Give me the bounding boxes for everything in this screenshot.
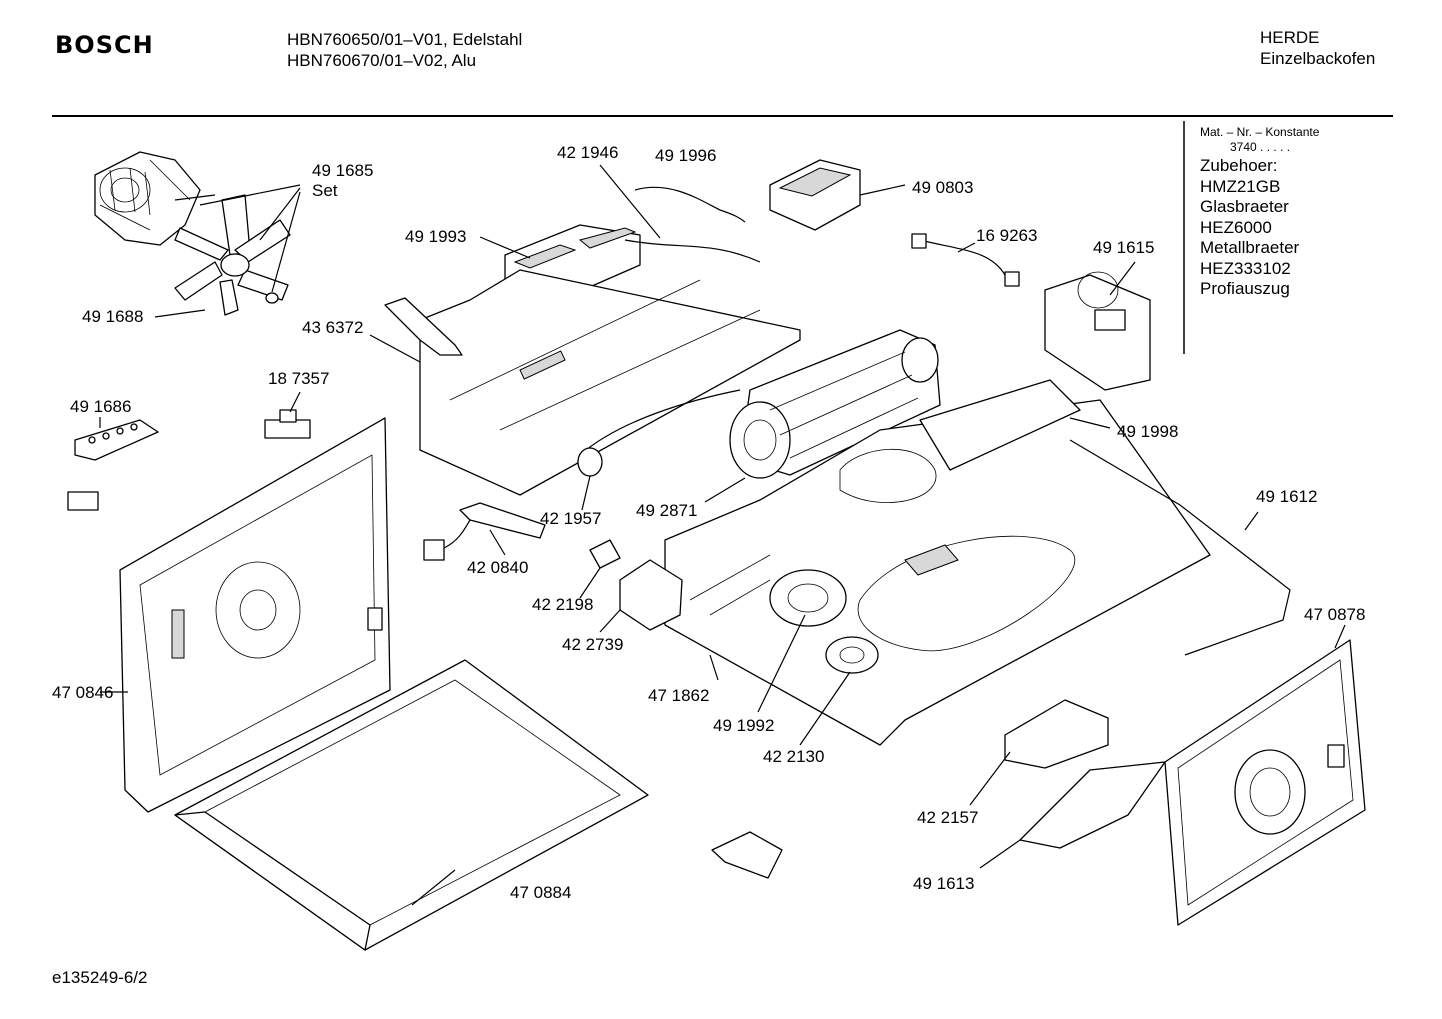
accessory-item: HEZ333102 bbox=[1200, 259, 1291, 278]
part-label-492871: 49 2871 bbox=[636, 501, 698, 520]
accessory-item: HEZ6000 bbox=[1200, 218, 1272, 237]
accessory-item: Glasbraeter bbox=[1200, 197, 1289, 216]
part-label-470878: 47 0878 bbox=[1304, 605, 1366, 624]
part-label-421946: 42 1946 bbox=[557, 143, 619, 162]
accessories-heading: Zubehoer: bbox=[1200, 156, 1278, 175]
part-label-491685-set: Set bbox=[312, 181, 338, 200]
part-label-420840: 42 0840 bbox=[467, 558, 529, 577]
part-door-lock bbox=[1044, 261, 1151, 391]
part-label-169263: 16 9263 bbox=[976, 226, 1038, 245]
part-label-470884: 47 0884 bbox=[510, 883, 572, 902]
part-label-422157: 42 2157 bbox=[917, 808, 979, 827]
part-label-491615: 49 1615 bbox=[1093, 238, 1155, 257]
part-label-422739: 42 2739 bbox=[562, 635, 624, 654]
category-label: HERDE bbox=[1260, 28, 1320, 47]
part-label-491992: 49 1992 bbox=[713, 716, 775, 735]
accessory-item: Metallbraeter bbox=[1200, 238, 1300, 257]
accessory-item: HMZ21GB bbox=[1200, 177, 1281, 196]
part-label-470846: 47 0846 bbox=[52, 683, 114, 702]
part-label-491612: 49 1612 bbox=[1256, 487, 1318, 506]
part-label-491686: 49 1686 bbox=[70, 397, 132, 416]
part-oven-cavity bbox=[664, 379, 1211, 746]
part-label-491998: 49 1998 bbox=[1117, 422, 1179, 441]
part-label-471862: 47 1862 bbox=[648, 686, 710, 705]
part-label-187357: 18 7357 bbox=[268, 369, 330, 388]
part-label-491613: 49 1613 bbox=[913, 874, 975, 893]
part-label-491685: 49 1685 bbox=[312, 161, 374, 180]
part-back-wall bbox=[100, 417, 391, 813]
subcategory-label: Einzelbackofen bbox=[1260, 49, 1376, 68]
brand-logo: BOSCH bbox=[55, 31, 154, 59]
part-label-491688: 49 1688 bbox=[82, 307, 144, 326]
model-line-2: HBN760670/01–V02, Alu bbox=[287, 51, 477, 70]
part-bottom-tray bbox=[174, 659, 649, 951]
part-label-490803: 49 0803 bbox=[912, 178, 974, 197]
drawing-number: e135249-6/2 bbox=[52, 968, 148, 987]
part-fan-blade bbox=[174, 194, 291, 316]
model-line-1: HBN760650/01–V01, Edelstahl bbox=[287, 30, 523, 49]
part-label-422130: 42 2130 bbox=[763, 747, 825, 766]
part-cooling-unit bbox=[769, 159, 906, 231]
part-tangential-fan bbox=[704, 329, 941, 503]
part-label-436372: 43 6372 bbox=[302, 318, 364, 337]
part-terminal-block bbox=[67, 417, 159, 511]
part-fan-motor bbox=[94, 151, 216, 246]
accessory-item: Profiauszug bbox=[1200, 279, 1290, 298]
part-label-421957: 42 1957 bbox=[540, 509, 602, 528]
part-carrier-plate bbox=[369, 269, 801, 496]
part-label-422198: 42 2198 bbox=[532, 595, 594, 614]
part-label-491996: 49 1996 bbox=[655, 146, 717, 165]
part-label-491993: 49 1993 bbox=[405, 227, 467, 246]
part-rear-panel bbox=[1164, 624, 1366, 926]
mat-number-value: 3740 . . . . . bbox=[1230, 140, 1291, 154]
mat-number-label: Mat. – Nr. – Konstante bbox=[1200, 125, 1320, 139]
